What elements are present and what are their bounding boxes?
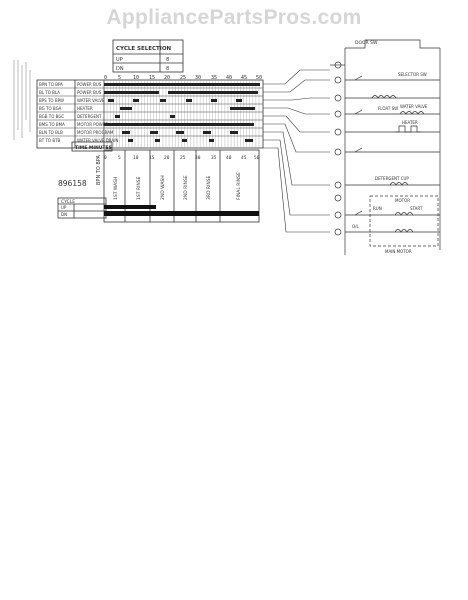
cycle-box-row: DN — [61, 212, 67, 217]
phase-label: 1ST WASH — [113, 177, 119, 200]
side-label: BPN TO BPA — [96, 155, 102, 185]
bottom-tick-label: 25 — [180, 155, 186, 161]
timer-row-separators — [37, 87, 263, 137]
contact-label: BPN TO BPA — [39, 82, 63, 87]
cycle-selection-title: CYCLE SELECTION — [116, 46, 172, 52]
phase-label: 3RD RINSE — [206, 175, 212, 200]
timer-chart-frame — [36, 79, 264, 149]
time-tick-label: 5 — [118, 75, 121, 81]
watermark: AppliancePartsPros.com — [106, 6, 362, 29]
function-label: WATER VALVE DRAIN — [77, 138, 118, 143]
margin-note — [13, 60, 31, 140]
schematic-labels: DOOR SW SELECTOR SW FLOAT SW WATER VALVE… — [352, 40, 428, 254]
run-label: RUN — [373, 206, 382, 211]
function-label: DETERGENT — [77, 114, 102, 119]
bottom-tick-label: 30 — [195, 155, 201, 161]
cycle-selection-row-value: 8 — [166, 57, 169, 63]
phase-label: 2ND WASH — [160, 175, 166, 200]
cycle-bars — [104, 205, 259, 216]
time-minutes-box — [71, 141, 113, 152]
timer-row-labels: BPN TO BPA POWER BUS BL TO BLA POWER BUS… — [39, 82, 118, 143]
timer-contact-bars — [104, 83, 260, 142]
cycle-box-title: CYCLE — [61, 199, 75, 205]
bottom-tick-label: 0 — [104, 155, 107, 161]
cycle-selection-row-label: DN — [116, 66, 124, 72]
time-tick-label: 25 — [180, 75, 186, 81]
time-tick-label: 35 — [211, 75, 217, 81]
function-label: POWER BUS — [77, 90, 102, 95]
phase-label: 2ND RINSE — [183, 175, 189, 200]
function-label: WATER VALVE — [77, 98, 105, 103]
door-switch-label: DOOR SW — [355, 40, 378, 46]
time-tick-label: 0 — [104, 75, 107, 81]
time-tick-label: 40 — [226, 75, 232, 81]
time-tick-label: 50 — [256, 75, 262, 81]
time-tick-label: 20 — [164, 75, 170, 81]
function-label: HEATER — [77, 106, 93, 111]
cycle-box-row: UP — [61, 205, 67, 210]
timer-grid — [103, 80, 260, 148]
bottom-tick-label: 20 — [164, 155, 170, 161]
bottom-tick-label: 40 — [226, 155, 232, 161]
bottom-scale: 0 5 10 15 20 25 30 35 40 45 50 — [104, 155, 260, 161]
phase-labels: 1ST WASH 1ST RINSE 2ND WASH 2ND RINSE 3R… — [113, 172, 242, 200]
time-tick-label: 30 — [195, 75, 201, 81]
contact-label: BGB TO BGC — [39, 114, 64, 119]
time-tick-label: 45 — [241, 75, 247, 81]
chart-to-schematic-wires — [263, 69, 330, 233]
time-tick-label: 10 — [133, 75, 139, 81]
phase-label: FINAL RINSE — [236, 172, 242, 200]
start-label: START — [410, 206, 423, 211]
selector-switch-label: SELECTOR SW — [398, 72, 427, 77]
detergent-cup-label: DETERGENT CUP — [375, 176, 409, 181]
bottom-tick-label: 45 — [241, 155, 247, 161]
time-scale: 0 5 10 15 20 25 30 35 40 45 50 — [104, 75, 262, 81]
bottom-tick-label: 5 — [118, 155, 121, 161]
bottom-tick-label: 10 — [133, 155, 139, 161]
function-label: MOTOR PROGRAM — [77, 130, 114, 135]
contact-label: BPS TO BPW — [39, 98, 64, 103]
contact-label: BT TO BTB — [39, 138, 61, 143]
contact-label: BL TO BLA — [39, 90, 60, 95]
motor-label: MOTOR — [395, 198, 410, 203]
contact-label: BG TO BGA — [39, 106, 62, 111]
heater-label: HEATER — [402, 120, 418, 125]
contact-label: BLN TO BLB — [39, 130, 63, 135]
bottom-tick-label: 35 — [211, 155, 217, 161]
cycle-box — [57, 197, 107, 219]
float-switch-label: FLOAT SW — [378, 106, 398, 111]
contact-label: BMS TO BMA — [39, 122, 65, 127]
cycle-selection-row-label: UP — [116, 57, 123, 63]
overload-label: O/L — [352, 224, 359, 229]
cycle-selection-box — [112, 39, 184, 73]
phase-chart-frame — [103, 149, 260, 223]
cycle-selection-row-value: 8 — [166, 66, 169, 72]
phase-label: 1ST RINSE — [136, 176, 142, 200]
bottom-tick-label: 15 — [149, 155, 155, 161]
diagram-number: 896158 — [58, 179, 87, 188]
schematic — [330, 39, 441, 255]
time-minutes-label: TIME MINUTES — [75, 145, 112, 151]
main-motor-label: MAIN MOTOR — [385, 249, 412, 254]
function-label: POWER BUS — [77, 82, 102, 87]
bottom-tick-label: 50 — [254, 155, 260, 161]
time-tick-label: 15 — [149, 75, 155, 81]
function-label: MOTOR POWER — [77, 122, 108, 127]
water-valve-label: WATER VALVE — [400, 104, 428, 109]
